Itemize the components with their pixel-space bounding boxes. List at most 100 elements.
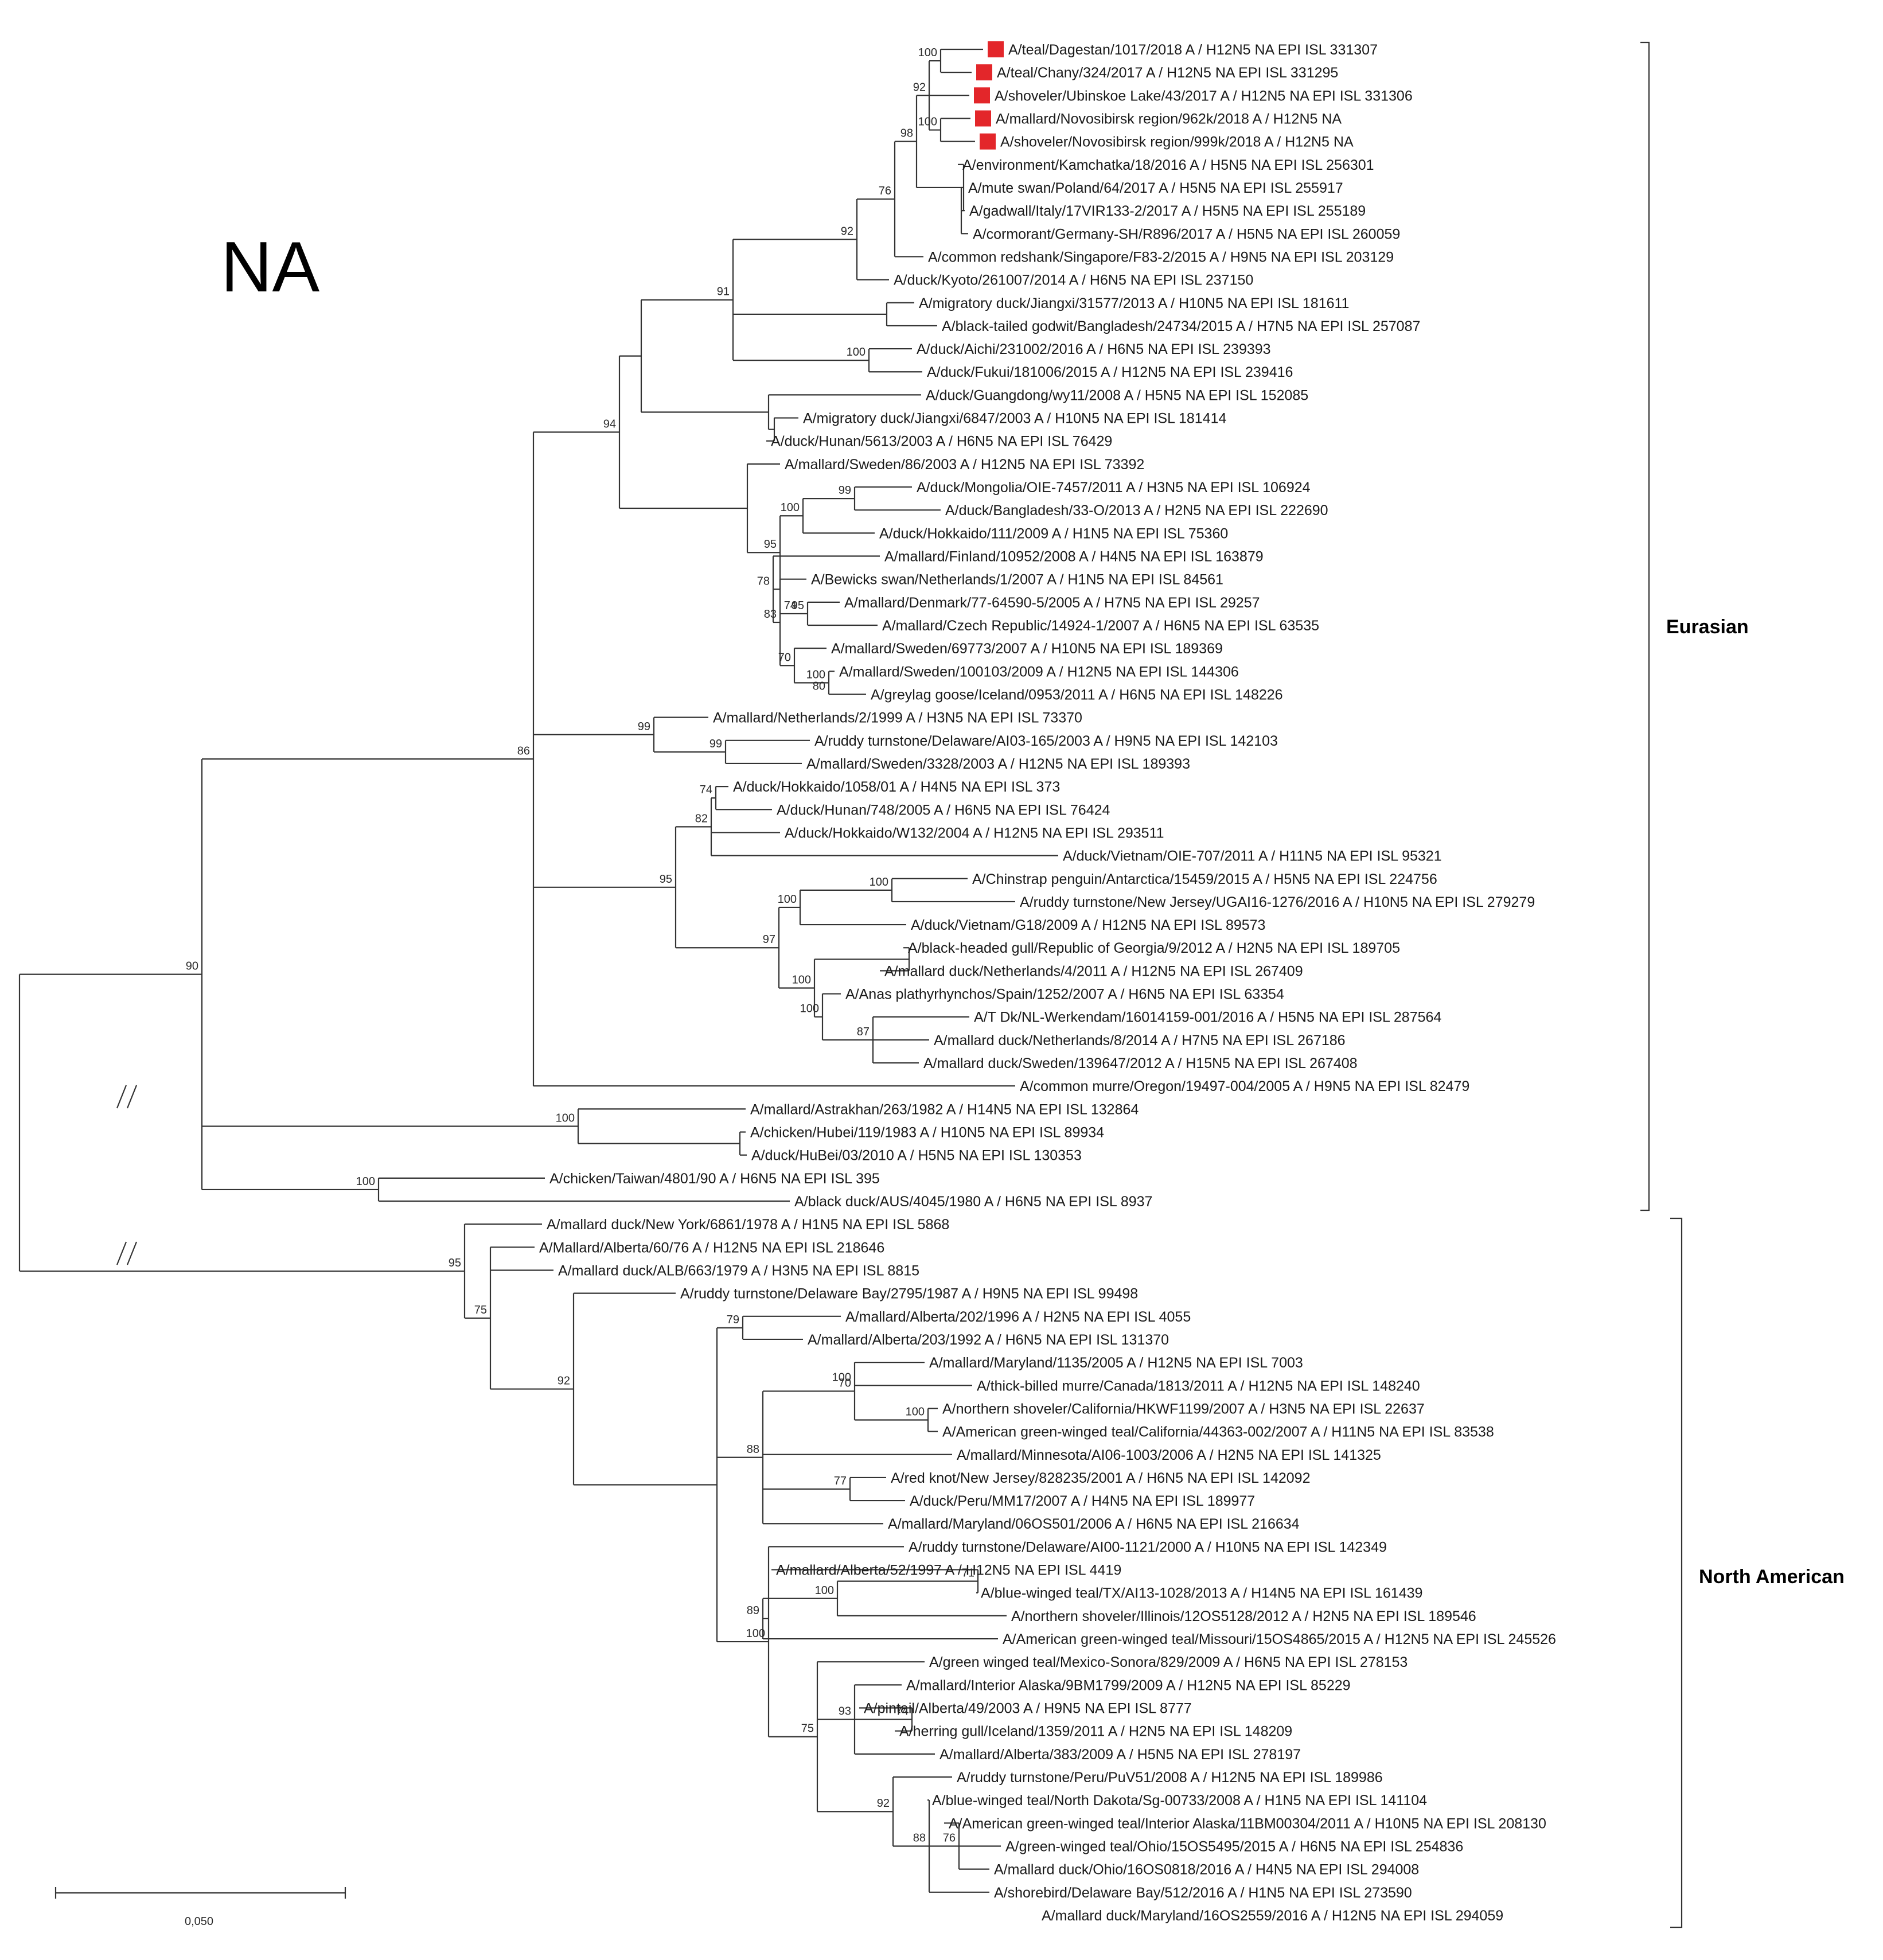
support-value: 80 xyxy=(813,680,825,692)
tree-branch xyxy=(126,1085,138,1109)
leaf-label: A/mallard/Sweden/3328/2003 A / H12N5 NA … xyxy=(806,756,1190,772)
leaf-label: A/gadwall/Italy/17VIR133-2/2017 A / H5N5… xyxy=(969,203,1366,219)
leaf-label: A/mallard duck/Sweden/139647/2012 A / H1… xyxy=(923,1055,1358,1071)
support-value: 74 xyxy=(700,784,712,796)
leaf-label: A/duck/Fukui/181006/2015 A / H12N5 NA EP… xyxy=(927,364,1293,380)
highlight-markers xyxy=(974,41,1004,150)
leaf-label: A/northern shoveler/California/HKWF1199/… xyxy=(942,1401,1425,1417)
leaf-label: A/American green-winged teal/Missouri/15… xyxy=(1003,1631,1556,1647)
leaf-label: A/mute swan/Poland/64/2017 A / H5N5 NA E… xyxy=(968,180,1343,196)
support-value: 100 xyxy=(792,974,811,987)
support-value: 95 xyxy=(792,599,804,612)
support-value: 100 xyxy=(906,1406,925,1419)
support-labels: 1001009298769210091991009574801007083789… xyxy=(186,46,974,1844)
figure-title: NA xyxy=(221,228,320,307)
support-value: 86 xyxy=(517,745,530,757)
support-value: 94 xyxy=(603,418,616,430)
support-value: 100 xyxy=(815,1584,834,1597)
leaf-label: A/Mallard/Alberta/60/76 A / H12N5 NA EPI… xyxy=(539,1240,884,1256)
leaf-label: A/green-winged teal/Ohio/15OS5495/2015 A… xyxy=(1005,1838,1463,1854)
leaf-label: A/mallard duck/Netherlands/4/2011 A / H1… xyxy=(884,963,1303,979)
support-value: 92 xyxy=(913,81,926,93)
support-value: 74 xyxy=(896,1705,909,1718)
support-value: 95 xyxy=(660,873,672,886)
leaf-label: A/chicken/Taiwan/4801/90 A / H6N5 NA EPI… xyxy=(549,1171,880,1187)
support-value: 100 xyxy=(781,501,800,514)
leaf-label: A/ruddy turnstone/New Jersey/UGAI16-1276… xyxy=(1020,894,1535,910)
tree-branch xyxy=(116,1241,127,1265)
support-value: 100 xyxy=(356,1175,375,1188)
highlight-marker xyxy=(988,41,1004,57)
leaf-label: A/mallard/Czech Republic/14924-1/2007 A … xyxy=(882,618,1319,634)
leaf-label: A/mallard/Finland/10952/2008 A / H4N5 NA… xyxy=(884,549,1264,565)
leaf-label: A/duck/Hunan/5613/2003 A / H6N5 NA EPI I… xyxy=(771,434,1112,450)
leaf-label: A/mallard/Alberta/52/1997 A / H12N5 NA E… xyxy=(776,1562,1121,1579)
support-value: 70 xyxy=(778,651,791,664)
leaf-label: A/duck/Hokkaido/111/2009 A / H1N5 NA EPI… xyxy=(879,525,1228,541)
leaf-label: A/common redshank/Singapore/F83-2/2015 A… xyxy=(928,249,1394,265)
leaf-label: A/environment/Kamchatka/18/2016 A / H5N5… xyxy=(962,157,1374,173)
support-value: 92 xyxy=(877,1797,890,1810)
highlight-marker xyxy=(980,133,996,150)
support-value: 95 xyxy=(449,1257,461,1269)
leaf-label: A/mallard/Alberta/203/1992 A / H6N5 NA E… xyxy=(808,1332,1169,1348)
leaf-label: A/migratory duck/Jiangxi/31577/2013 A / … xyxy=(919,295,1349,311)
support-value: 100 xyxy=(918,46,937,59)
support-value: 89 xyxy=(747,1604,759,1617)
leaf-label: A/common murre/Oregon/19497-004/2005 A /… xyxy=(1020,1078,1469,1094)
support-value: 71 xyxy=(962,1567,974,1580)
support-value: 99 xyxy=(638,720,650,733)
leaf-label: A/migratory duck/Jiangxi/6847/2003 A / H… xyxy=(803,411,1227,427)
leaf-label: A/duck/Vietnam/G18/2009 A / H12N5 NA EPI… xyxy=(911,917,1265,933)
highlight-marker xyxy=(974,87,990,104)
leaf-label: A/duck/Hokkaido/1058/01 A / H4N5 NA EPI … xyxy=(733,779,1060,795)
support-value: 75 xyxy=(474,1304,487,1316)
leaf-label: A/Bewicks swan/Netherlands/1/2007 A / H1… xyxy=(811,572,1223,588)
support-value: 76 xyxy=(943,1832,956,1844)
support-value: 100 xyxy=(870,876,888,889)
support-value: 100 xyxy=(832,1371,851,1384)
leaf-label: A/black-tailed godwit/Bangladesh/24734/2… xyxy=(942,318,1420,334)
support-value: 76 xyxy=(879,185,891,197)
support-value: 82 xyxy=(695,812,708,825)
support-value: 92 xyxy=(841,225,853,237)
support-value: 100 xyxy=(800,1003,819,1015)
clade-label-eurasian: Eurasian xyxy=(1666,616,1749,638)
leaf-label: A/duck/Bangladesh/33-O/2013 A / H2N5 NA … xyxy=(945,502,1328,519)
leaf-label: A/ruddy turnstone/Peru/PuV51/2008 A / H1… xyxy=(957,1770,1383,1786)
leaf-label: A/shoveler/Ubinskoe Lake/43/2017 A / H12… xyxy=(995,88,1413,104)
support-value: 92 xyxy=(558,1375,570,1388)
leaf-label: A/mallard/Maryland/1135/2005 A / H12N5 N… xyxy=(929,1355,1303,1371)
leaf-label: A/mallard/Sweden/86/2003 A / H12N5 NA EP… xyxy=(785,457,1144,473)
leaf-label: A/northern shoveler/Illinois/12OS5128/20… xyxy=(1011,1608,1476,1624)
leaf-label: A/duck/Mongolia/OIE-7457/2011 A / H3N5 N… xyxy=(917,480,1311,496)
leaf-label: A/mallard/Sweden/100103/2009 A / H12N5 N… xyxy=(839,664,1239,680)
support-value: 77 xyxy=(834,1475,847,1487)
support-value: 99 xyxy=(839,484,851,497)
leaf-label: A/T Dk/NL-Werkendam/16014159-001/2016 A … xyxy=(974,1010,1441,1026)
leaf-label: A/mallard/Novosibirsk region/962k/2018 A… xyxy=(996,111,1342,127)
leaf-label: A/chicken/Hubei/119/1983 A / H10N5 NA EP… xyxy=(750,1125,1104,1141)
tree-branch xyxy=(126,1241,138,1265)
leaf-label: A/mallard/Maryland/06OS501/2006 A / H6N5… xyxy=(888,1516,1300,1532)
north-american-bracket xyxy=(1670,1217,1683,1928)
support-value: 88 xyxy=(913,1832,926,1844)
support-value: 83 xyxy=(764,608,777,621)
leaf-label: A/black-headed gull/Republic of Georgia/… xyxy=(908,940,1400,956)
leaf-label: A/cormorant/Germany-SH/R896/2017 A / H5N… xyxy=(973,226,1400,242)
leaf-label: A/blue-winged teal/TX/AI13-1028/2013 A /… xyxy=(981,1585,1422,1601)
leaf-label: A/mallard/Astrakhan/263/1982 A / H14N5 N… xyxy=(750,1101,1139,1117)
leaf-label: A/red knot/New Jersey/828235/2001 A / H6… xyxy=(891,1470,1310,1486)
leaf-label: A/American green-winged teal/Interior Al… xyxy=(949,1815,1546,1832)
leaf-label: A/thick-billed murre/Canada/1813/2011 A … xyxy=(977,1378,1420,1394)
leaf-label: A/shoveler/Novosibirsk region/999k/2018 … xyxy=(1000,134,1354,150)
eurasian-bracket xyxy=(1640,41,1650,1211)
leaf-label: A/teal/Dagestan/1017/2018 A / H12N5 NA E… xyxy=(1008,42,1378,58)
leaf-label: A/duck/Hokkaido/W132/2004 A / H12N5 NA E… xyxy=(785,825,1164,841)
leaf-label: A/duck/Kyoto/261007/2014 A / H6N5 NA EPI… xyxy=(894,272,1253,289)
support-value: 98 xyxy=(900,127,913,140)
leaf-label: A/mallard/Alberta/383/2009 A / H5N5 NA E… xyxy=(939,1747,1301,1763)
leaf-label: A/mallard duck/New York/6861/1978 A / H1… xyxy=(547,1217,949,1233)
highlight-marker xyxy=(976,64,992,81)
